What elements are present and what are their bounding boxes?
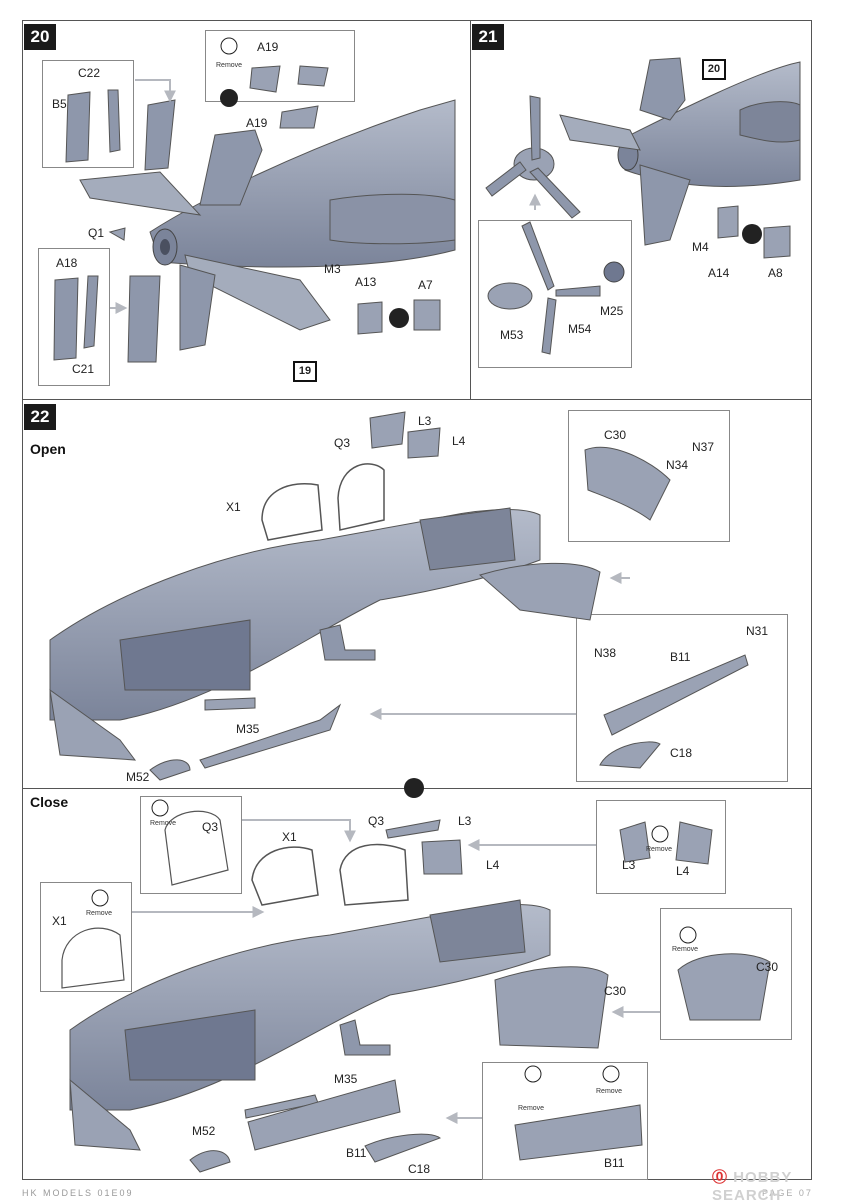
step-22-number: 22 (24, 404, 56, 430)
close-title: Close (30, 794, 69, 810)
label-c22: C22 (78, 66, 101, 80)
open-label-x1: X1 (226, 500, 241, 514)
close-label-m35: M35 (334, 1072, 358, 1086)
label-a8: A8 (768, 266, 783, 280)
open-label-c18: C18 (670, 746, 693, 760)
close-remove-b11-right: Remove (596, 1088, 623, 1095)
close-label-l3-inset: L3 (622, 858, 636, 872)
s21-fuselage-tail (559, 57, 801, 246)
open-label-l4: L4 (452, 434, 466, 448)
label-c21: C21 (72, 362, 95, 376)
close-remove-b11-left: Remove (518, 1105, 545, 1112)
close-label-b11: B11 (346, 1146, 367, 1160)
close-label-c30: C30 (604, 984, 627, 998)
close-label-l4-inset: L4 (676, 864, 690, 878)
open-label-n31: N31 (746, 624, 769, 638)
label-a13: A13 (355, 275, 377, 289)
label-m25: M25 (600, 304, 624, 318)
footer-brand: HK MODELS 01E09 (22, 1188, 134, 1198)
close-label-c30-inset: C30 (756, 960, 779, 974)
s20-fuselage-tail (79, 99, 456, 351)
label-a18: A18 (56, 256, 78, 270)
close-remove-q3: Remove (150, 820, 177, 827)
close-label-x1: X1 (282, 830, 297, 844)
close-label-x1-inset: X1 (52, 914, 67, 928)
open-label-b11: B11 (670, 650, 691, 664)
label-b5: B5 (52, 97, 67, 111)
open-label-l3: L3 (418, 414, 432, 428)
label-a19-mid: A19 (246, 116, 268, 130)
label-m3: M3 (324, 262, 341, 276)
s22-close-x1-inset (40, 882, 132, 992)
label-q1: Q1 (88, 226, 105, 240)
label-a14: A14 (708, 266, 730, 280)
open-label-c30: C30 (604, 428, 627, 442)
s22-close-fuselage (69, 899, 551, 1151)
close-remove-c30: Remove (672, 946, 699, 953)
close-label-l4: L4 (486, 858, 500, 872)
open-label-q3: Q3 (334, 436, 351, 450)
label-m54: M54 (568, 322, 592, 336)
open-label-n38: N38 (594, 646, 617, 660)
ref-step-20: 20 (702, 59, 726, 80)
close-label-q3-inset: Q3 (202, 820, 219, 834)
open-label-m35: M35 (236, 722, 260, 736)
open-label-m52: M52 (126, 770, 150, 784)
ref-step-19: 19 (293, 361, 317, 382)
open-label-n34: N34 (666, 458, 689, 472)
open-label-n37: N37 (692, 440, 715, 454)
label-a7: A7 (418, 278, 433, 292)
label-m53: M53 (500, 328, 524, 342)
close-remove-l3l4: Remove (646, 846, 673, 853)
watermark: ⓪ HOBBY SEARCH (712, 1166, 856, 1204)
footer-page: PAGE 07 (762, 1188, 813, 1198)
close-label-c18: C18 (408, 1162, 431, 1176)
watermark-logo-icon: ⓪ (712, 1169, 729, 1186)
close-label-b11-inset: B11 (604, 1156, 625, 1170)
step-20-number: 20 (24, 24, 56, 50)
close-remove-x1: Remove (86, 910, 113, 917)
close-label-m52: M52 (192, 1124, 216, 1138)
label-a19-top: A19 (257, 40, 279, 54)
s22-open-fuselage (49, 507, 541, 761)
close-label-q3: Q3 (368, 814, 385, 828)
open-title: Open (30, 441, 66, 457)
close-label-l3: L3 (458, 814, 472, 828)
step-21-number: 21 (472, 24, 504, 50)
label-m4: M4 (692, 240, 709, 254)
s20-remove-text: Remove (216, 62, 243, 69)
